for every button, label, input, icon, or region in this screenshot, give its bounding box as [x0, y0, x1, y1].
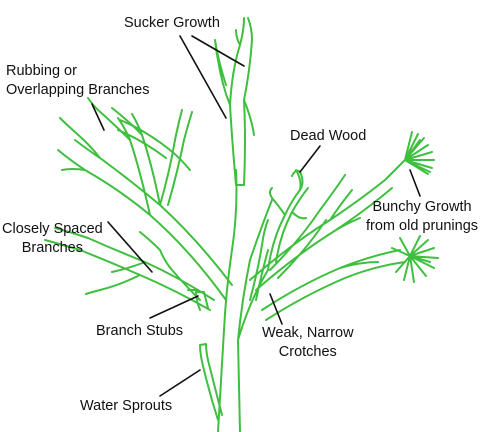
dead-wood-branch	[267, 169, 309, 271]
leader-bunchy-growth	[409, 169, 421, 197]
right-main-limb	[249, 159, 406, 291]
left-main-limb	[57, 97, 233, 301]
label-bunchy-growth: Bunchy Growth from old prunings	[366, 199, 479, 234]
sucker-growth-shoots	[214, 17, 255, 186]
closely-spaced-branches	[44, 227, 215, 311]
water-sprouts	[199, 343, 223, 421]
weak-crotches-branches	[249, 219, 269, 301]
lower-right-limb	[261, 249, 406, 321]
tree-drawing	[44, 17, 439, 432]
rubbing-branches	[117, 109, 193, 206]
leader-weak-crotches	[269, 293, 283, 325]
leader-water-sprouts	[159, 369, 201, 397]
label-branch-stubs: Branch Stubs	[96, 323, 184, 339]
label-rubbing-overlapping: Rubbing or Overlapping Branches	[6, 63, 150, 98]
leader-branch-stubs	[149, 295, 199, 319]
branch-stubs	[187, 289, 209, 311]
label-weak-crotches: Weak, Narrow Crotches	[262, 325, 354, 360]
leader-sucker-growth-1	[179, 35, 227, 119]
leader-dead-wood	[299, 145, 321, 173]
bunchy-growth-cluster-upper	[404, 131, 435, 175]
trunk	[217, 169, 273, 432]
annotation-leaders	[91, 35, 421, 397]
bunchy-growth-cluster-lower	[391, 235, 439, 283]
leader-closely-spaced	[107, 221, 153, 273]
label-dead-wood: Dead Wood	[290, 128, 367, 144]
label-closely-spaced: Closely Spaced Branches	[2, 221, 103, 256]
leader-rubbing	[91, 103, 105, 131]
label-sucker-growth: Sucker Growth	[124, 15, 220, 31]
label-water-sprouts: Water Sprouts	[80, 398, 173, 414]
leader-sucker-growth-2	[191, 35, 245, 67]
